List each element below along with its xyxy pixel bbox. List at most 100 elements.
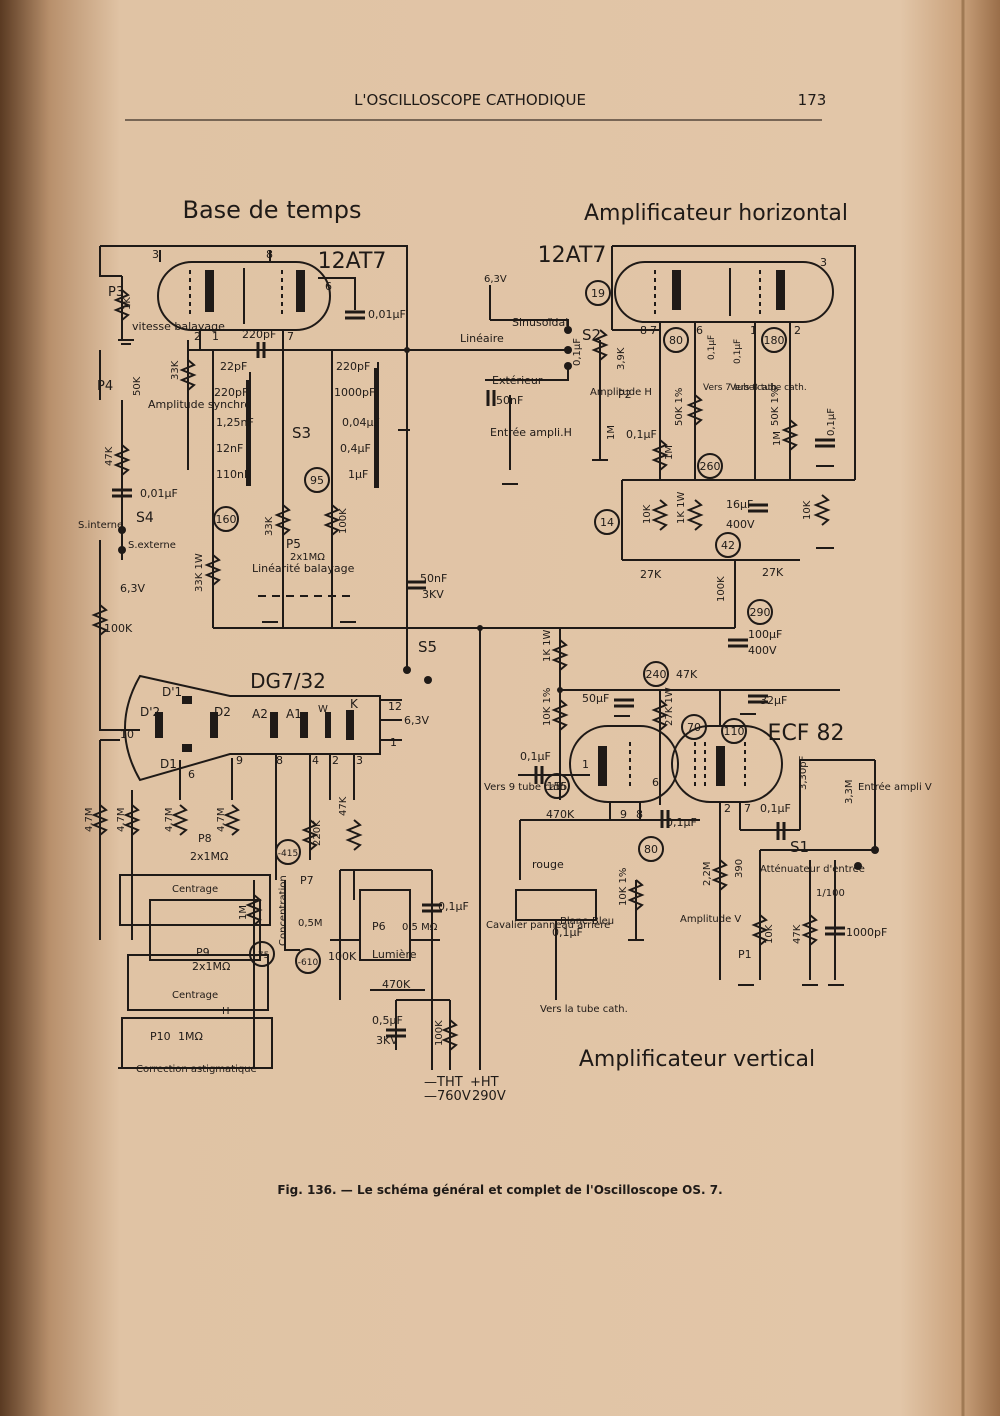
label-p9-value: 2x1MΩ — [192, 960, 230, 973]
label-s5: S5 — [418, 638, 437, 656]
voltage-19: 19 — [591, 287, 605, 300]
label-vers-la-tube: Vers la tube cath. — [540, 1004, 628, 1015]
value-c-50nf-a: 50nF — [496, 394, 523, 407]
value-r-47m-d: 4,7M — [216, 807, 227, 832]
label-p8-value: 2x1MΩ — [190, 850, 228, 863]
pin-tb-6: 6 — [325, 280, 332, 293]
electrode-a1: A1 — [286, 707, 302, 721]
value-r-1m-d: 1M — [238, 905, 249, 920]
label-tht: —THT — [424, 1075, 463, 1090]
value-r-1m-a: 1M — [606, 425, 617, 440]
pin-ecf-2: 2 — [724, 802, 731, 815]
value-r-27k-b: 27K — [762, 566, 784, 579]
pin-h-6: 6 — [696, 324, 703, 337]
value-r-10k-1pct-b: 10K 1% — [618, 868, 629, 906]
label-p10-value: 1MΩ — [178, 1030, 203, 1043]
label-h-mark: H — [222, 1006, 230, 1017]
value-3kv-b: 3KV — [376, 1034, 398, 1047]
pin-crt-1: 1 — [390, 736, 397, 749]
label-63v-c: 6,3V — [404, 714, 429, 727]
value-c-50nf-3kv: 50nF — [420, 572, 447, 585]
pin-ecf-1: 1 — [582, 758, 589, 771]
voltage-180: 180 — [764, 334, 785, 347]
electrode-d1: D1 — [160, 757, 177, 771]
electrode-d1-prime: D'1 — [162, 685, 182, 699]
value-r-100k-d: 100K — [328, 950, 357, 963]
value-400v-b: 400V — [748, 644, 777, 657]
label-lumiere: Lumière — [372, 948, 417, 961]
pin-numbers: 3 8 6 1 2 7 3 8 7 6 1 2 10 6 9 8 4 2 3 1… — [120, 248, 827, 821]
pin-crt-9: 9 — [236, 754, 243, 767]
label-p4: P4 — [97, 379, 113, 394]
label-concentration: Concentration — [278, 875, 289, 946]
tube-name-horizontal: 12AT7 — [538, 243, 607, 268]
value-c-32uf: 32µF — [760, 694, 787, 707]
voltage-95: 95 — [310, 474, 324, 487]
electrode-k: K — [350, 697, 359, 711]
voltage-110: 110 — [724, 725, 745, 738]
value-r-1k-1w-b: 1K 1W — [542, 630, 553, 662]
value-c-01-a: 0,1µF — [572, 338, 583, 366]
p6-box — [359, 889, 411, 961]
value-c-01-b: 0,1µF — [626, 428, 657, 441]
value-r-10k-1pct: 10K 1% — [542, 688, 553, 726]
voltage-240: 240 — [646, 668, 667, 681]
value-c-col: 0,1µF — [707, 335, 717, 360]
section-title-vertical-amplifier: Amplificateur vertical — [579, 1047, 815, 1072]
running-header: L'OSCILLOSCOPE CATHODIQUE — [354, 91, 586, 109]
value-3kv-a: 3KV — [422, 588, 444, 601]
label-centrage-a: Centrage — [172, 884, 218, 895]
label-sinusoidal: Sinusoïdal — [512, 316, 568, 329]
value-r-33k-b: 33K — [264, 516, 275, 536]
horizontal-tube-envelope — [614, 261, 834, 323]
label-p10: P10 — [150, 1030, 171, 1043]
selector-switch-bars — [246, 368, 378, 488]
pin-ecf-6: 6 — [652, 776, 659, 789]
circuit-wiring — [99, 245, 876, 1070]
label-amplitude-h: Amplitude H — [590, 387, 652, 398]
label-63v-b: 6,3V — [484, 274, 507, 285]
value-c-1000pf-b: 1000pF — [846, 926, 887, 939]
label-tht-voltage: —760V — [424, 1089, 471, 1104]
pin-crt-8: 8 — [276, 754, 283, 767]
value-r-47k-c: 47K — [792, 924, 803, 944]
label-ht: +HT — [470, 1075, 499, 1090]
value-r-22m: 2,2M — [702, 861, 713, 886]
label-p7: P7 — [300, 874, 314, 887]
voltage-80-a: 80 — [669, 334, 683, 347]
page-number: 173 — [798, 91, 827, 109]
value-c-05uf: 0,5µF — [372, 1014, 403, 1027]
schematic-labels: 12AT7 12AT7 DG7/32 ECF 82 P3 vitesse bal… — [78, 243, 932, 1104]
figure-caption: Fig. 136. — Le schéma général et complet… — [277, 1183, 722, 1197]
label-correction-astigmatique: Correction astigmatique — [136, 1064, 257, 1075]
value-r-1m-c: 1M — [772, 431, 783, 446]
resistor-symbols — [91, 289, 831, 1051]
value-c-220pf-c: 220pF — [336, 360, 370, 373]
value-c-01-f: 0,1µF — [666, 816, 697, 829]
pin-crt-6: 6 — [188, 768, 195, 781]
value-r-47k-d: 47K — [338, 796, 349, 816]
pin-crt-10: 10 — [120, 728, 134, 741]
value-r-1k: 1K — [122, 297, 133, 310]
pin-h-1: 1 — [750, 324, 757, 337]
value-r-220k: 220K — [312, 820, 323, 846]
voltage-80-b: 80 — [644, 843, 658, 856]
electrode-d2-prime: D'2 — [140, 705, 160, 719]
value-r-50k-1: 50K 1% — [674, 388, 685, 426]
value-r-33m: 3,3M — [844, 779, 855, 804]
label-amplitude-v: Amplitude V — [680, 914, 741, 925]
voltage-test-point-circles — [213, 280, 787, 974]
pin-ecf-9: 9 — [620, 808, 627, 821]
label-vers-8-tube: Vers 8 tube cath. — [730, 383, 807, 393]
voltage-42: 42 — [721, 539, 735, 552]
value-c-220pf-b: 220pF — [214, 386, 248, 399]
value-c-100uf: 100µF — [748, 628, 782, 641]
value-r-10k-a: 10K — [642, 504, 653, 524]
voltage-minus-415: -415 — [278, 849, 298, 859]
pin-crt-3: 3 — [356, 754, 363, 767]
label-vers-7-tube: Vers 7 tube cath. — [703, 383, 780, 393]
value-r-470k: 470K — [546, 808, 575, 821]
label-s-interne: S.interne — [78, 520, 123, 531]
switch-contacts — [118, 326, 879, 870]
